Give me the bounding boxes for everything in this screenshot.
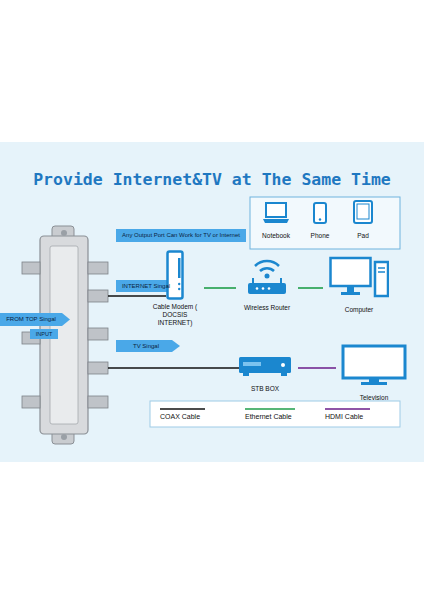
device-node: STB BOX	[232, 355, 298, 395]
device-icon	[239, 355, 291, 377]
legend-line	[245, 408, 295, 410]
device-node: Notebook	[258, 202, 294, 242]
device-label: Pad	[357, 232, 369, 240]
device-node: Phone	[305, 202, 335, 242]
legend-line	[325, 408, 370, 410]
signal-arrow	[0, 313, 70, 326]
title: Provide Internet&TV at The Same Time	[0, 170, 424, 189]
legend-line	[160, 408, 205, 410]
signal-label: INTERNET Singal	[117, 283, 175, 290]
device-label: Computer	[345, 306, 374, 314]
device-icon	[245, 252, 289, 296]
signal-label: INPUT	[30, 331, 58, 338]
legend-text: HDMI Cable	[325, 413, 363, 421]
coax-cable	[108, 367, 239, 369]
cable-connector	[298, 287, 323, 289]
device-node: Wireless Router	[236, 252, 298, 314]
device-label: Notebook	[262, 232, 290, 240]
device-node: Computer	[323, 256, 395, 316]
legend-box	[150, 401, 400, 427]
signal-label: Any Output Port Can Work for TV or Inter…	[116, 229, 246, 242]
device-icon	[166, 250, 184, 300]
device-label: Cable Modem ( DOCSIS INTERNET)	[146, 303, 204, 326]
cable-connector	[204, 287, 236, 289]
device-label: Wireless Router	[244, 304, 290, 312]
signal-label: TV Singal	[117, 343, 175, 350]
background-panel	[0, 142, 424, 462]
device-icon	[341, 344, 407, 386]
device-node: Cable Modem ( DOCSIS INTERNET)	[146, 250, 204, 329]
device-icon	[263, 202, 289, 224]
splitter-illustration	[22, 226, 108, 444]
device-node: Television	[336, 344, 412, 404]
signal-arrow	[116, 340, 180, 352]
device-label: Television	[360, 394, 389, 402]
legend-text: COAX Cable	[160, 413, 200, 421]
cable-connector	[298, 367, 336, 369]
legend-text: Ethernet Cable	[245, 413, 292, 421]
device-icon	[329, 256, 389, 298]
device-group-box	[250, 197, 400, 249]
device-icon	[353, 200, 373, 224]
device-node: Pad	[345, 200, 381, 242]
device-icon	[313, 202, 327, 224]
input-tag	[30, 329, 58, 339]
device-label: Phone	[311, 232, 330, 240]
device-label: STB BOX	[251, 385, 279, 393]
signal-label: FROM TOP Singal	[1, 316, 61, 323]
coax-cable	[108, 295, 166, 297]
